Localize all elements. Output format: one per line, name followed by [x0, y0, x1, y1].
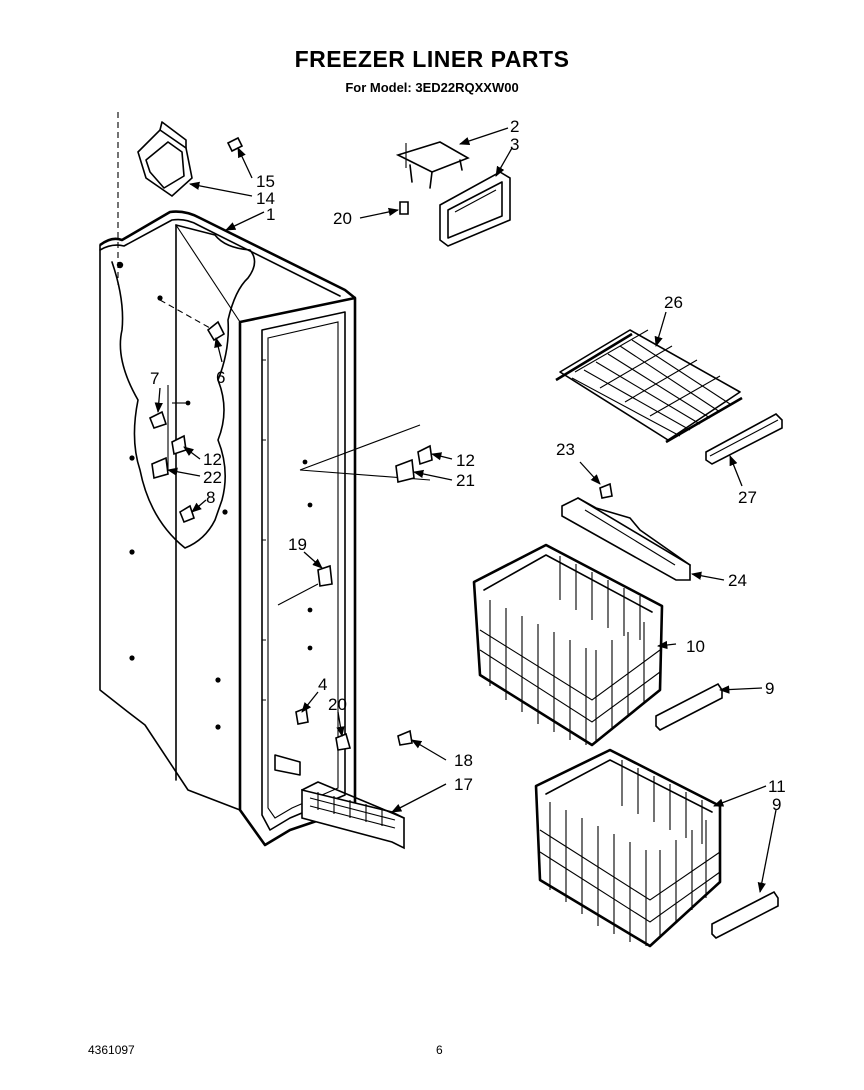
- front-cover-drawing: [301, 781, 405, 850]
- callout-27: 27: [738, 488, 757, 507]
- callout-9-lower: 9: [772, 795, 781, 814]
- callout-21: 21: [456, 471, 475, 490]
- callout-23: 23: [556, 440, 575, 459]
- document-number: 4361097: [88, 1043, 135, 1057]
- callout-labels: 2 3 20 15 14 1 6 7 12 22 8 12 21 26 23 2…: [150, 117, 786, 814]
- callout-20-lower: 20: [328, 695, 347, 714]
- callout-14: 14: [256, 189, 275, 208]
- callout-19: 19: [288, 535, 307, 554]
- hinge-bracket-drawing: [137, 121, 244, 198]
- callout-11: 11: [768, 777, 786, 796]
- slide-rail-drawing: [561, 482, 691, 581]
- callout-20: 20: [333, 209, 352, 228]
- callout-1: 1: [266, 205, 275, 224]
- callout-4: 4: [318, 675, 327, 694]
- callout-18: 18: [454, 751, 473, 770]
- callout-24: 24: [728, 571, 747, 590]
- callout-10: 10: [686, 637, 705, 656]
- shelf-trim-drawing: [705, 413, 783, 465]
- callout-12: 12: [203, 450, 222, 469]
- page-number: 6: [436, 1043, 443, 1057]
- callout-17: 17: [454, 775, 473, 794]
- upper-bracket-drawing: [395, 141, 511, 247]
- callout-26: 26: [664, 293, 683, 312]
- page-title: FREEZER LINER PARTS: [294, 46, 570, 72]
- callout-12-right: 12: [456, 451, 475, 470]
- callout-9-upper: 9: [765, 679, 774, 698]
- wire-shelf-drawing: [555, 329, 743, 444]
- callout-2: 2: [510, 117, 519, 136]
- callout-7: 7: [150, 369, 159, 388]
- basket-trim-upper-drawing: [655, 682, 723, 731]
- callout-22: 22: [203, 468, 222, 487]
- model-subtitle: For Model: 3ED22RQXXW00: [345, 80, 519, 95]
- callout-3: 3: [510, 135, 519, 154]
- leader-lines: [154, 127, 777, 894]
- freezer-liner-drawing: [99, 112, 357, 847]
- callout-15: 15: [256, 172, 275, 191]
- callout-6: 6: [216, 368, 225, 387]
- upper-basket-drawing: [472, 543, 664, 747]
- left-fasteners-drawing: [148, 299, 226, 524]
- callout-8: 8: [206, 488, 215, 507]
- basket-trim-lower-drawing: [711, 890, 779, 939]
- lower-basket-drawing: [534, 748, 722, 948]
